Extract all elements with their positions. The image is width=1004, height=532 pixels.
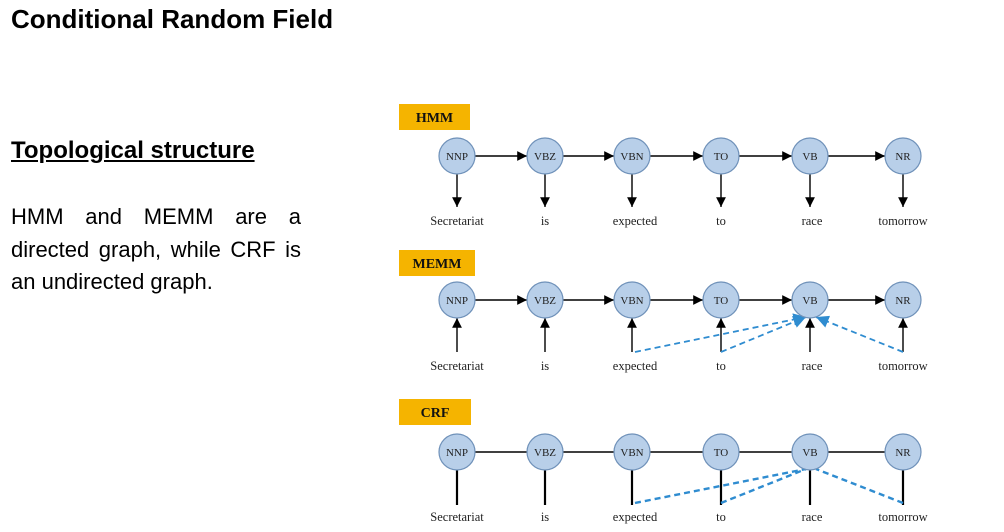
state-node xyxy=(702,137,740,175)
observation-word: tomorrow xyxy=(878,510,927,524)
state-node-label: VBZ xyxy=(534,295,556,307)
panel-hmm: HMM NNP VBZ VBN TO VB NR Secretariat is expected t… xyxy=(399,104,928,228)
state-node xyxy=(613,281,651,319)
observation-word: Secretariat xyxy=(430,359,484,373)
state-node xyxy=(702,433,740,471)
feature-edge xyxy=(634,313,807,353)
state-node xyxy=(884,137,922,175)
observation-word: to xyxy=(716,214,726,228)
panel-label-box xyxy=(399,250,475,276)
state-node-label: TO xyxy=(714,447,729,459)
state-node xyxy=(438,137,476,175)
state-node-label: VBZ xyxy=(534,447,556,459)
state-node-label: TO xyxy=(714,151,729,163)
state-node-label: VBN xyxy=(620,295,643,307)
state-node xyxy=(702,281,740,319)
state-node xyxy=(884,281,922,319)
state-node xyxy=(791,137,829,175)
state-node-label: VBN xyxy=(620,151,643,163)
state-node xyxy=(791,433,829,471)
state-node-label: NR xyxy=(895,151,911,163)
section-subtitle: Topological structure xyxy=(11,137,255,164)
observation-word: is xyxy=(541,510,549,524)
state-node-label: VB xyxy=(802,151,817,163)
observation-word: is xyxy=(541,359,549,373)
feature-edge xyxy=(815,315,904,353)
state-node xyxy=(526,433,564,471)
state-node-label: VB xyxy=(802,295,817,307)
state-node-label: NNP xyxy=(446,447,468,459)
panel-label: MEMM xyxy=(413,257,462,272)
state-node xyxy=(613,433,651,471)
state-node xyxy=(438,433,476,471)
state-node xyxy=(613,137,651,175)
feature-edge xyxy=(815,467,904,505)
state-node xyxy=(526,137,564,175)
state-node xyxy=(884,433,922,471)
panel-label-box xyxy=(399,104,470,130)
slide-title: Conditional Random Field xyxy=(11,4,334,34)
state-node-label: NR xyxy=(895,447,911,459)
panel-label: HMM xyxy=(416,111,453,126)
observation-word: expected xyxy=(613,359,658,373)
state-node-label: NR xyxy=(895,295,911,307)
state-node-label: NNP xyxy=(446,151,468,163)
state-node-label: VBZ xyxy=(534,151,556,163)
observation-word: Secretariat xyxy=(430,510,484,524)
observation-word: expected xyxy=(613,510,658,524)
feature-edge xyxy=(720,467,807,505)
state-node xyxy=(791,281,829,319)
panel-memm: MEMM NNP VBZ VBN TO VB NR Secretariat is expected… xyxy=(399,250,928,373)
state-node-label: VBN xyxy=(620,447,643,459)
observation-word: expected xyxy=(613,214,658,228)
feature-edge xyxy=(634,467,807,505)
observation-word: tomorrow xyxy=(878,359,927,373)
body-text: HMM and MEMM are a directed graph, while… xyxy=(11,204,301,294)
observation-word: race xyxy=(802,510,823,524)
state-node xyxy=(438,281,476,319)
observation-word: Secretariat xyxy=(430,214,484,228)
observation-word: to xyxy=(716,359,726,373)
observation-word: race xyxy=(802,214,823,228)
observation-word: race xyxy=(802,359,823,373)
panel-label-box xyxy=(399,399,471,425)
observation-word: to xyxy=(716,510,726,524)
state-node-label: VB xyxy=(802,447,817,459)
panel-crf: CRF NNP VBZ VBN TO VB NR Secretariat is expected t… xyxy=(399,399,928,524)
observation-word: is xyxy=(541,214,549,228)
feature-edge xyxy=(720,315,807,353)
panel-label: CRF xyxy=(421,406,450,421)
state-node-label: TO xyxy=(714,295,729,307)
observation-word: tomorrow xyxy=(878,214,927,228)
state-node xyxy=(526,281,564,319)
state-node-label: NNP xyxy=(446,295,468,307)
